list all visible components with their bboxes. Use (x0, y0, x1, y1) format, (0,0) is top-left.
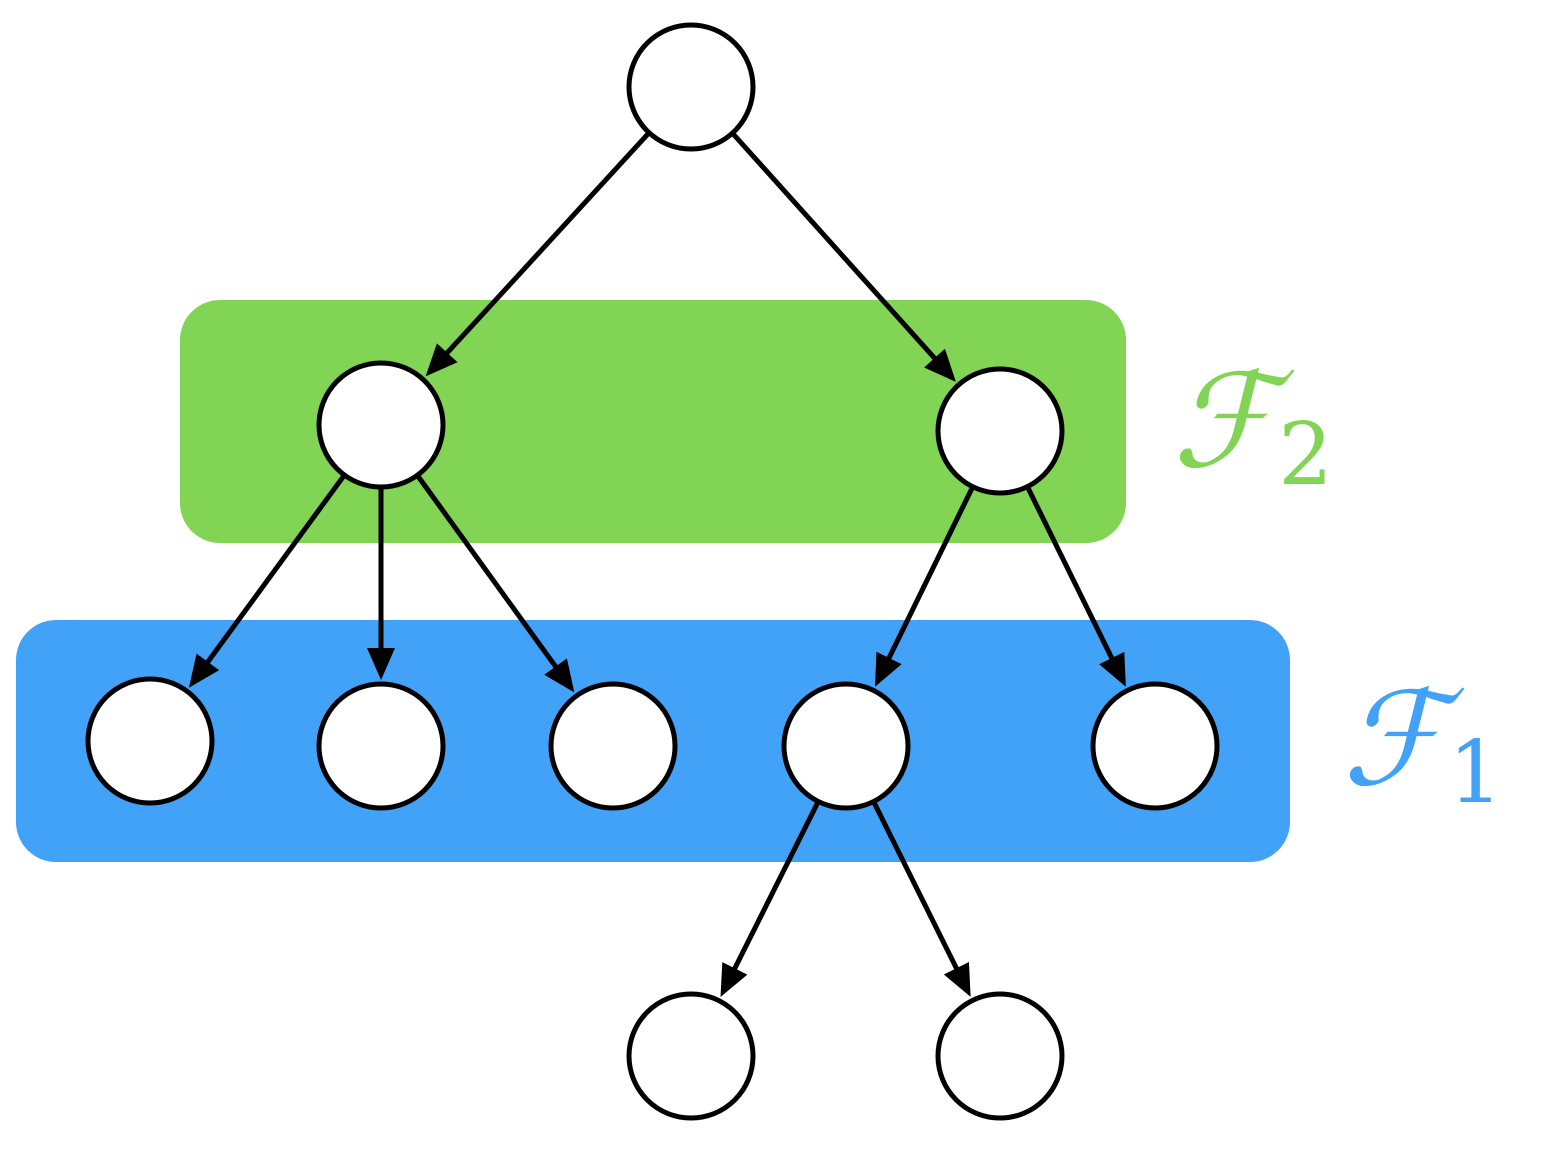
edge-line (730, 131, 940, 363)
edge-line (203, 473, 347, 667)
node-circle (316, 360, 446, 490)
node-circle (935, 366, 1065, 496)
node-l2-a (85, 676, 215, 806)
node-circle (1090, 681, 1220, 811)
edge-l1-right-to-l2-d (874, 485, 976, 687)
edge-line (730, 800, 821, 974)
node-l2-d (781, 681, 911, 811)
node-l2-e (1090, 681, 1220, 811)
arrowhead (874, 651, 902, 687)
node-circle (626, 991, 756, 1121)
group-label-f2: ℱ2 (1172, 345, 1333, 505)
node-l1-left (316, 360, 446, 490)
group-label-f1: ℱ1 (1342, 663, 1503, 823)
arrowhead (720, 962, 748, 997)
arrowhead (1099, 651, 1126, 687)
edge-line (885, 485, 976, 663)
node-circle (548, 681, 678, 811)
node-root (626, 22, 756, 152)
nodes (85, 22, 1220, 1121)
edge-l2-d-to-l3-a (720, 800, 821, 997)
edge-l2-d-to-l3-b (871, 800, 971, 997)
node-circle (85, 676, 215, 806)
node-l2-c (548, 681, 678, 811)
arrowhead (544, 658, 575, 693)
node-circle (935, 991, 1065, 1121)
edge-line (415, 473, 560, 672)
edge-l1-left-to-l2-c (415, 473, 575, 693)
node-l3-b (935, 991, 1065, 1121)
edge-line (442, 131, 651, 358)
node-circle (781, 681, 911, 811)
edge-root-to-l1-right (730, 131, 956, 382)
node-l1-right (935, 366, 1065, 496)
arrowhead (924, 348, 956, 382)
edge-line (1025, 485, 1116, 663)
edge-l1-left-to-l2-a (188, 473, 347, 688)
arrowhead (188, 653, 220, 688)
edge-line (871, 800, 961, 973)
node-l2-b (316, 681, 446, 811)
group-box-f2 (180, 300, 1126, 543)
node-l3-a (626, 991, 756, 1121)
edge-l1-right-to-l2-e (1025, 485, 1126, 687)
edge-root-to-l1-left (425, 131, 651, 377)
edges (188, 131, 1126, 997)
arrowhead (425, 343, 458, 377)
node-circle (316, 681, 446, 811)
arrowhead (943, 962, 971, 997)
arrowhead (367, 648, 395, 680)
edge-l1-left-to-l2-b (367, 487, 395, 680)
node-circle (626, 22, 756, 152)
